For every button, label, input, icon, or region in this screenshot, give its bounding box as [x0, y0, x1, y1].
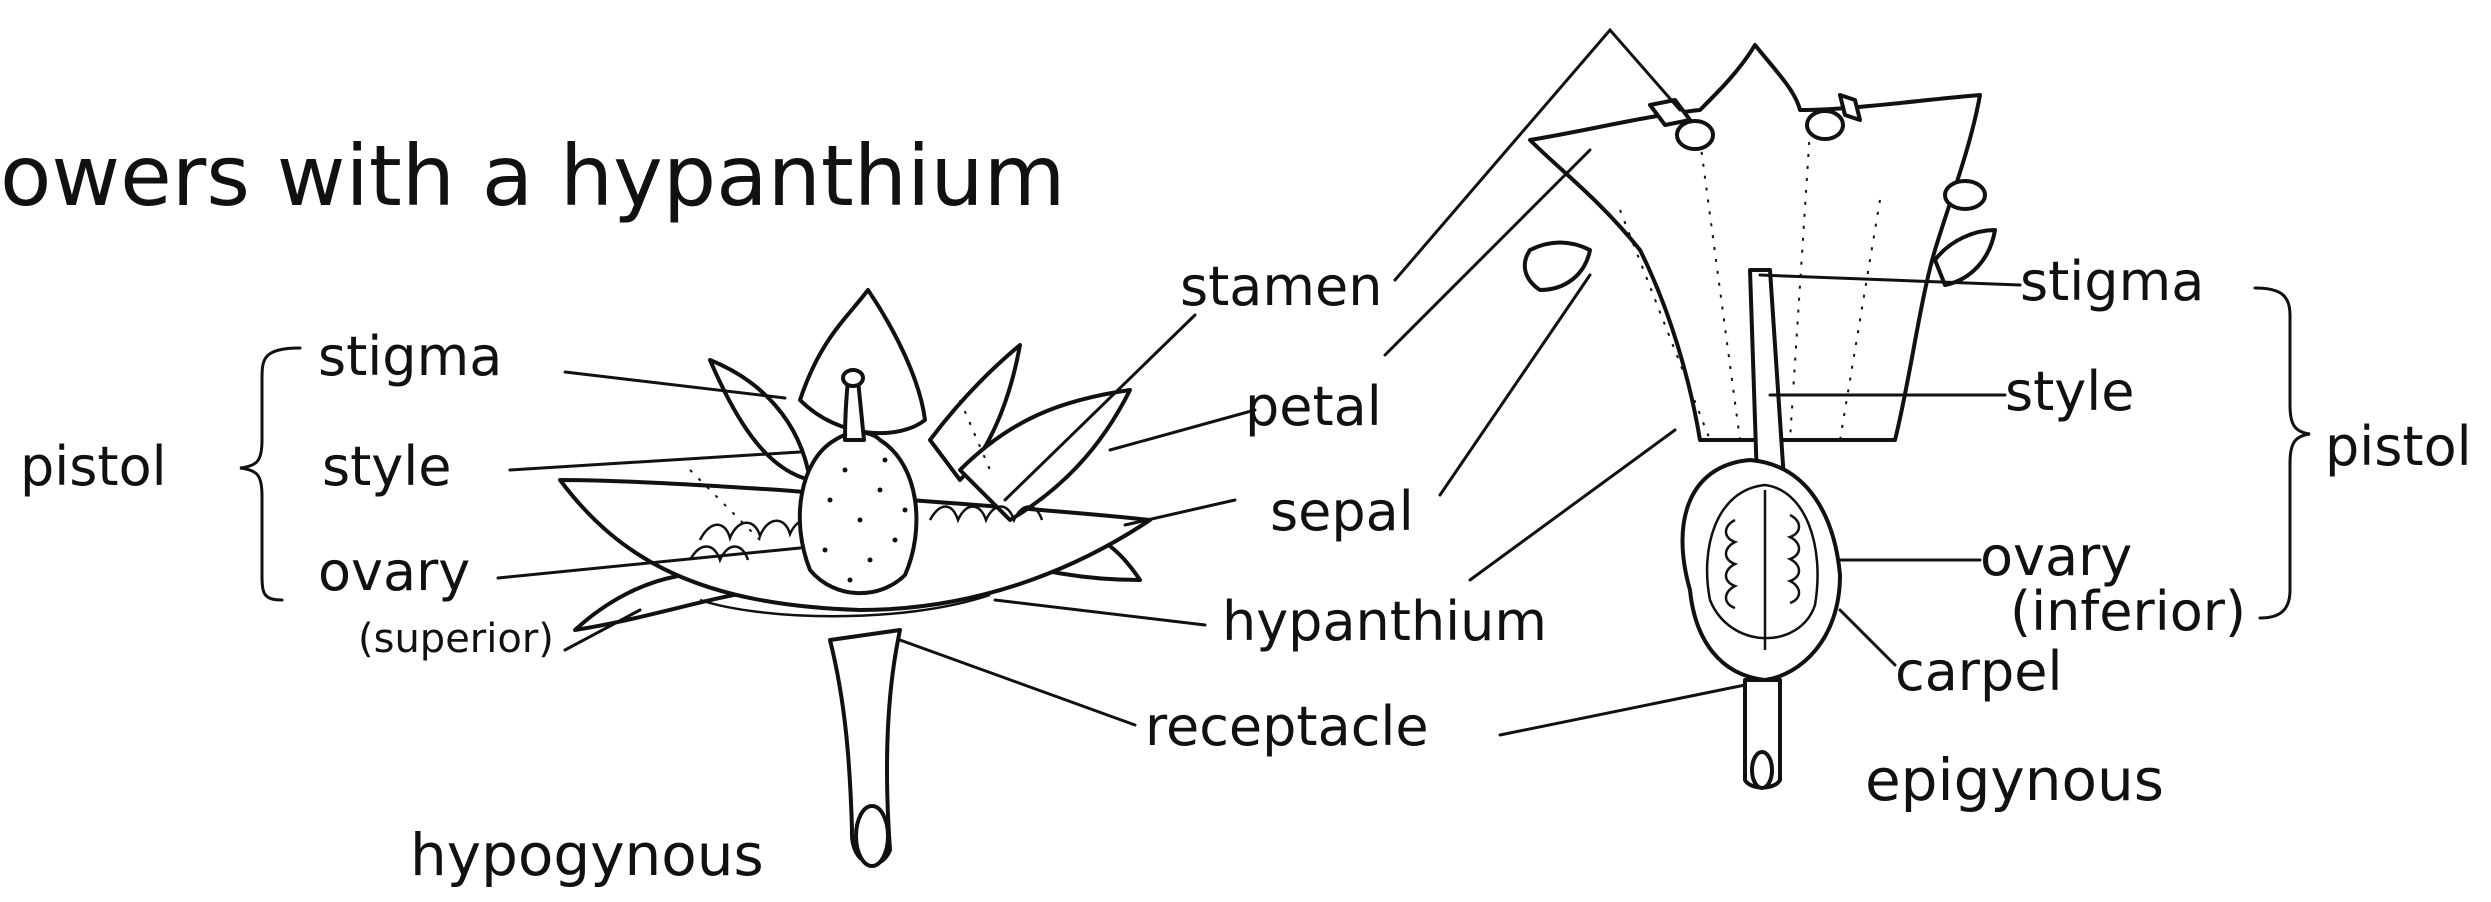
- epigynous-anther-3: [1945, 181, 1985, 209]
- label-sepal: sepal: [1270, 480, 1414, 543]
- diagram-title: owers with a hypanthium: [0, 127, 1065, 225]
- hypogynous-petal-left: [710, 360, 810, 480]
- label-carpel: carpel: [1895, 640, 2062, 703]
- label-receptacle: receptacle: [1145, 695, 1429, 758]
- label-hypanthium: hypanthium: [1222, 590, 1547, 653]
- label-ovary-left: ovary: [318, 540, 470, 603]
- epigynous-sepal-right: [1935, 230, 1995, 285]
- epigynous-anther-2: [1807, 111, 1843, 139]
- epigynous-anther-1: [1677, 121, 1713, 149]
- label-pistol-right: pistol: [2325, 415, 2472, 478]
- label-stigma-left: stigma: [318, 325, 502, 388]
- label-stamen: stamen: [1180, 255, 1382, 318]
- hypogynous-ovary: [800, 433, 917, 594]
- epigynous-sepal-left: [1525, 243, 1590, 291]
- hypogynous-flower: [560, 290, 1150, 866]
- label-style-right: style: [2005, 360, 2135, 423]
- caption-epigynous: epigynous: [1865, 746, 2164, 814]
- hypogynous-stalk-tip: [856, 806, 888, 866]
- label-style-left: style: [322, 435, 452, 498]
- caption-hypogynous: hypogynous: [410, 821, 764, 889]
- hypogynous-stigma: [843, 370, 863, 386]
- label-petal: petal: [1245, 375, 1382, 438]
- label-pistol-left: pistol: [20, 435, 167, 498]
- label-inferior: (inferior): [2010, 580, 2246, 643]
- label-stigma-right: stigma: [2020, 250, 2204, 313]
- label-ovary-right: ovary: [1980, 525, 2132, 588]
- pistol-brace-right: [2255, 288, 2310, 618]
- pistol-brace-left: [240, 348, 300, 600]
- label-superior: (superior): [358, 616, 554, 662]
